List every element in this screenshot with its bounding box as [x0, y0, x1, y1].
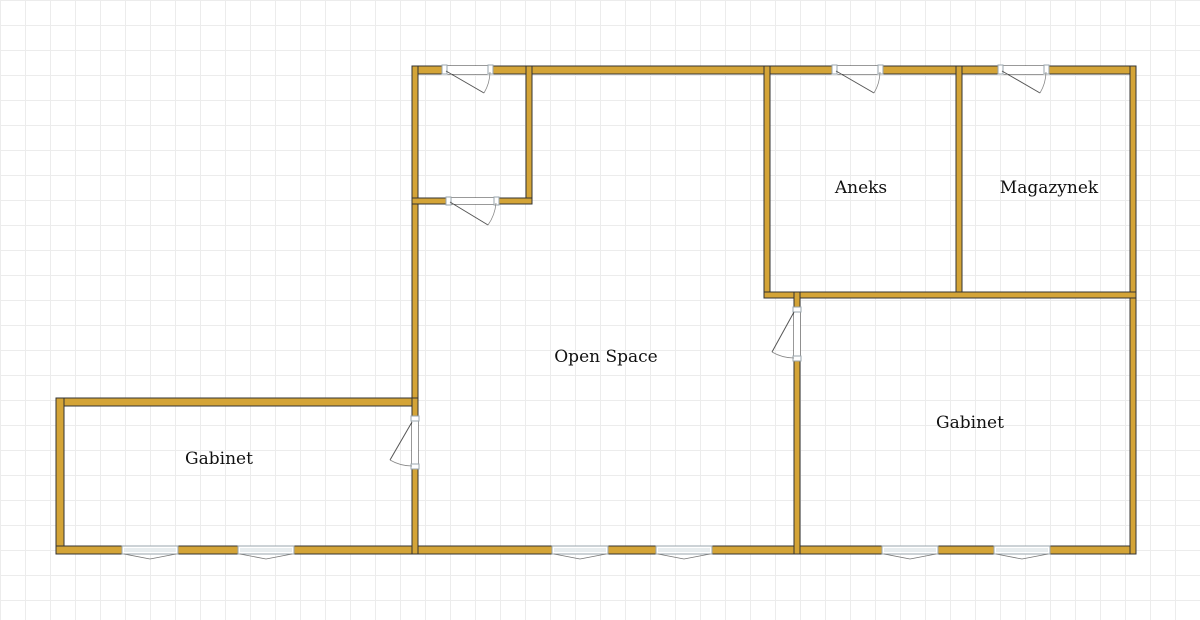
openings	[124, 66, 1048, 554]
windows	[121, 545, 1051, 560]
wall-aneks-magazynek	[955, 65, 963, 299]
door-gap-top-aneks	[836, 66, 880, 74]
door-swing-icon[interactable]	[445, 196, 500, 226]
window-icon[interactable]	[881, 545, 939, 560]
room-labels: Open Space Aneks Magazynek Gabinet Gabin…	[185, 178, 1099, 469]
window-icon[interactable]	[237, 545, 295, 560]
door-gap-left-gabinet	[412, 420, 418, 466]
door-swings	[389, 64, 1050, 470]
wall-left-wing-outer	[55, 397, 65, 555]
room-label-aneks[interactable]: Aneks	[834, 178, 887, 198]
wall-mid-horizontal	[763, 291, 1137, 299]
door-swing-icon[interactable]	[389, 415, 420, 470]
wall-aneks-left	[763, 65, 771, 299]
room-label-open-space[interactable]: Open Space	[554, 347, 657, 367]
wall-right	[1129, 65, 1137, 555]
room-label-magazynek[interactable]: Magazynek	[1000, 178, 1099, 198]
room-label-gabinet-right[interactable]: Gabinet	[936, 413, 1004, 433]
door-gap-right-gabinet	[794, 310, 800, 358]
wall-partition-left	[411, 397, 419, 555]
door-swing-icon[interactable]	[771, 306, 802, 362]
wall-left-wing-top	[55, 397, 419, 407]
door-swing-icon[interactable]	[831, 64, 884, 94]
walls	[55, 65, 1137, 555]
wall-closet-right	[525, 65, 533, 205]
room-label-gabinet-left[interactable]: Gabinet	[185, 449, 253, 469]
door-gap-top-magazynek	[1002, 66, 1046, 74]
door-swing-icon[interactable]	[441, 64, 494, 94]
door-swing-icon[interactable]	[997, 64, 1050, 94]
window-icon[interactable]	[121, 545, 179, 560]
wall-left-upper	[411, 65, 419, 403]
wall-partition-right	[793, 291, 801, 555]
window-icon[interactable]	[993, 545, 1051, 560]
door-gap-top-closet	[446, 66, 490, 74]
window-icon[interactable]	[551, 545, 609, 560]
window-icon[interactable]	[655, 545, 713, 560]
door-gap-closet-bottom	[450, 198, 496, 204]
